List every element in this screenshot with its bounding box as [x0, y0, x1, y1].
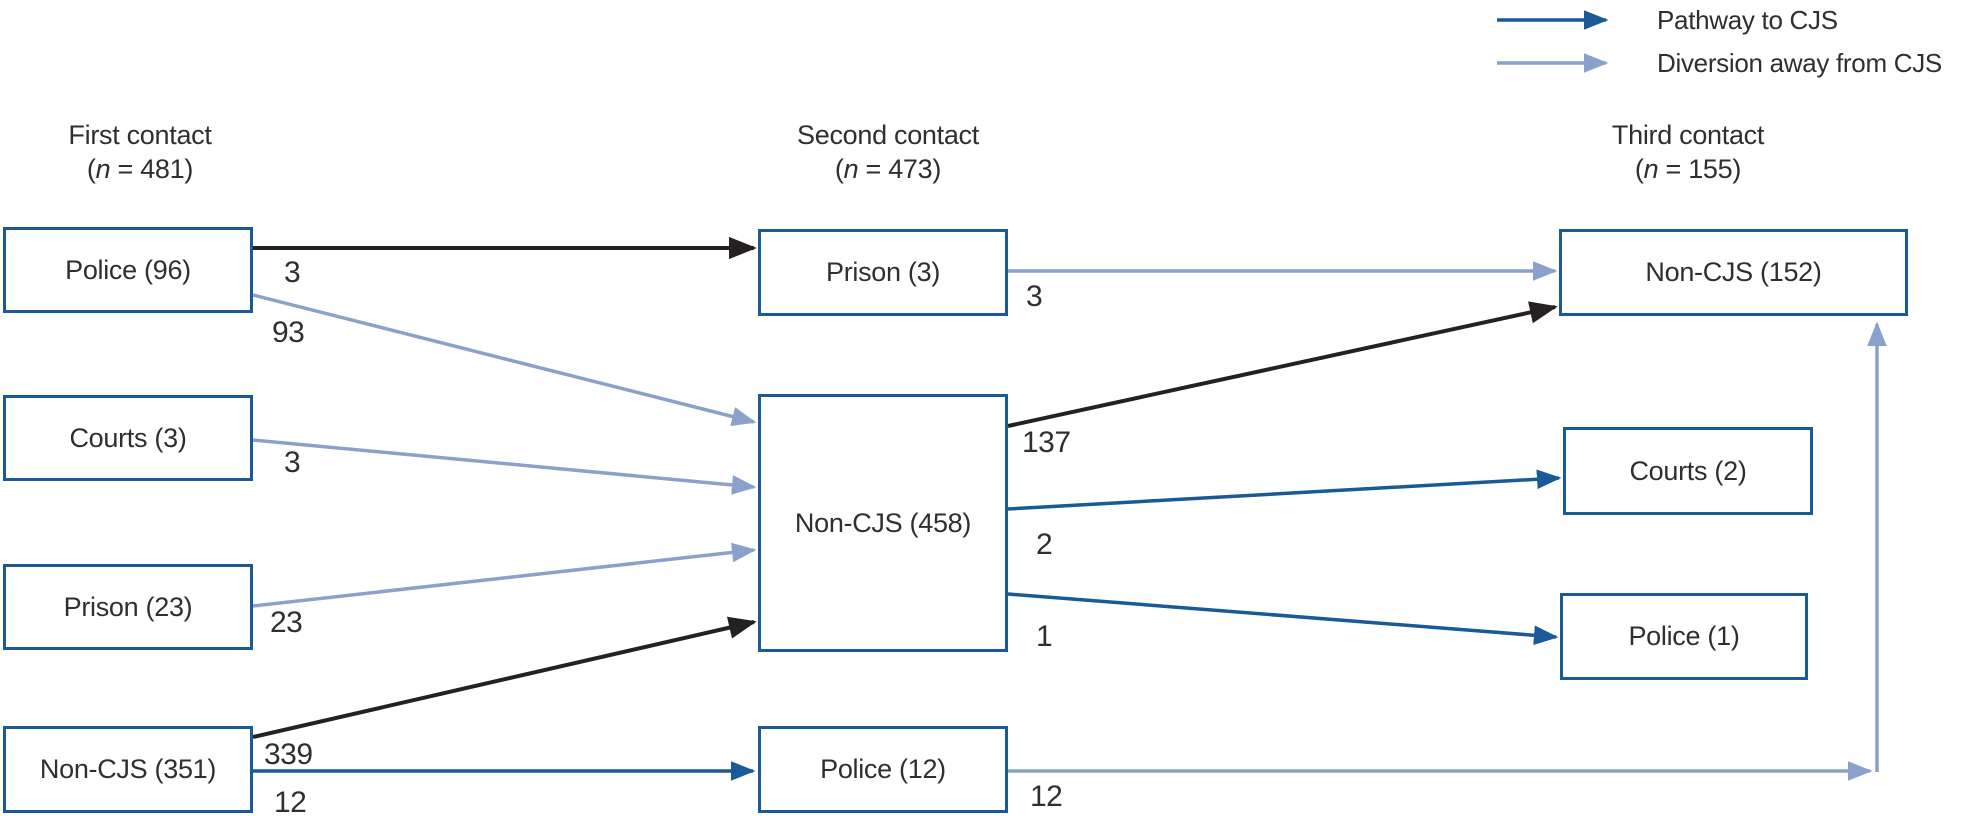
flow-label-noncjs458-courts2: 2	[1036, 528, 1053, 561]
arrow-courts3-noncjs458	[252, 438, 757, 495]
flow-label-police96-noncjs458: 93	[272, 316, 305, 349]
node-label: Non-CJS (351)	[39, 754, 217, 784]
flow-label-prison23-noncjs458: 23	[270, 606, 303, 639]
n-symbol: n	[1643, 154, 1659, 184]
arrow-noncjs458-courts2	[1007, 469, 1562, 511]
column-header-third-contact: Third contact (n = 155)	[1611, 120, 1765, 184]
arrow-noncjs351-noncjs458	[252, 616, 757, 739]
column-title: Third contact	[1611, 120, 1765, 150]
n-symbol: n	[843, 154, 859, 184]
node-label: Police (12)	[820, 754, 946, 784]
column-header-first-contact: First contact (n = 481)	[68, 120, 212, 184]
node-label: Courts (3)	[69, 422, 187, 453]
n-symbol: n	[95, 154, 111, 184]
node-first-prison: Prison (23)	[3, 564, 253, 650]
node-second-police: Police (12)	[758, 726, 1008, 813]
flow-label-noncjs351-police12: 12	[274, 786, 307, 816]
node-first-courts: Courts (3)	[3, 395, 253, 481]
flow-label-police96-prison3: 3	[284, 256, 301, 289]
node-label: Non-CJS (152)	[1645, 257, 1822, 287]
node-third-noncjs: Non-CJS (152)	[1559, 229, 1908, 316]
arrow-noncjs458-noncjs152	[1007, 301, 1558, 428]
node-second-noncjs: Non-CJS (458)	[758, 394, 1008, 652]
column-title: Second contact	[797, 120, 979, 150]
column-title: First contact	[68, 120, 212, 150]
node-third-police: Police (1)	[1560, 593, 1808, 680]
legend-item-pathway-label: Pathway to CJS	[1657, 5, 1838, 35]
arrow-prison23-noncjs458	[252, 542, 757, 608]
node-label: Courts (2)	[1629, 455, 1747, 486]
flow-label-courts3-noncjs458: 3	[284, 446, 301, 479]
legend-item-diversion-label: Diversion away from CJS	[1657, 48, 1942, 78]
node-label: Prison (23)	[63, 591, 193, 622]
arrow-noncjs458-police1	[1007, 592, 1559, 646]
flow-label-prison3-noncjs152: 3	[1026, 280, 1043, 313]
node-second-prison: Prison (3)	[758, 229, 1008, 316]
arrow-police96-noncjs458	[252, 293, 757, 427]
node-first-noncjs: Non-CJS (351)	[3, 726, 253, 813]
flow-label-noncjs351-noncjs458: 339	[264, 738, 313, 771]
column-header-second-contact: Second contact (n = 473)	[797, 120, 979, 184]
flow-label-police12-noncjs152: 12	[1030, 780, 1063, 813]
node-third-courts: Courts (2)	[1563, 427, 1813, 515]
node-first-police: Police (96)	[3, 227, 253, 313]
node-label: Police (96)	[65, 254, 191, 285]
flow-label-noncjs458-noncjs152: 137	[1022, 426, 1071, 459]
node-label: Non-CJS (458)	[794, 507, 972, 538]
flow-label-noncjs458-police1: 1	[1036, 620, 1053, 653]
node-label: Police (1)	[1628, 621, 1740, 651]
node-label: Prison (3)	[825, 257, 941, 287]
